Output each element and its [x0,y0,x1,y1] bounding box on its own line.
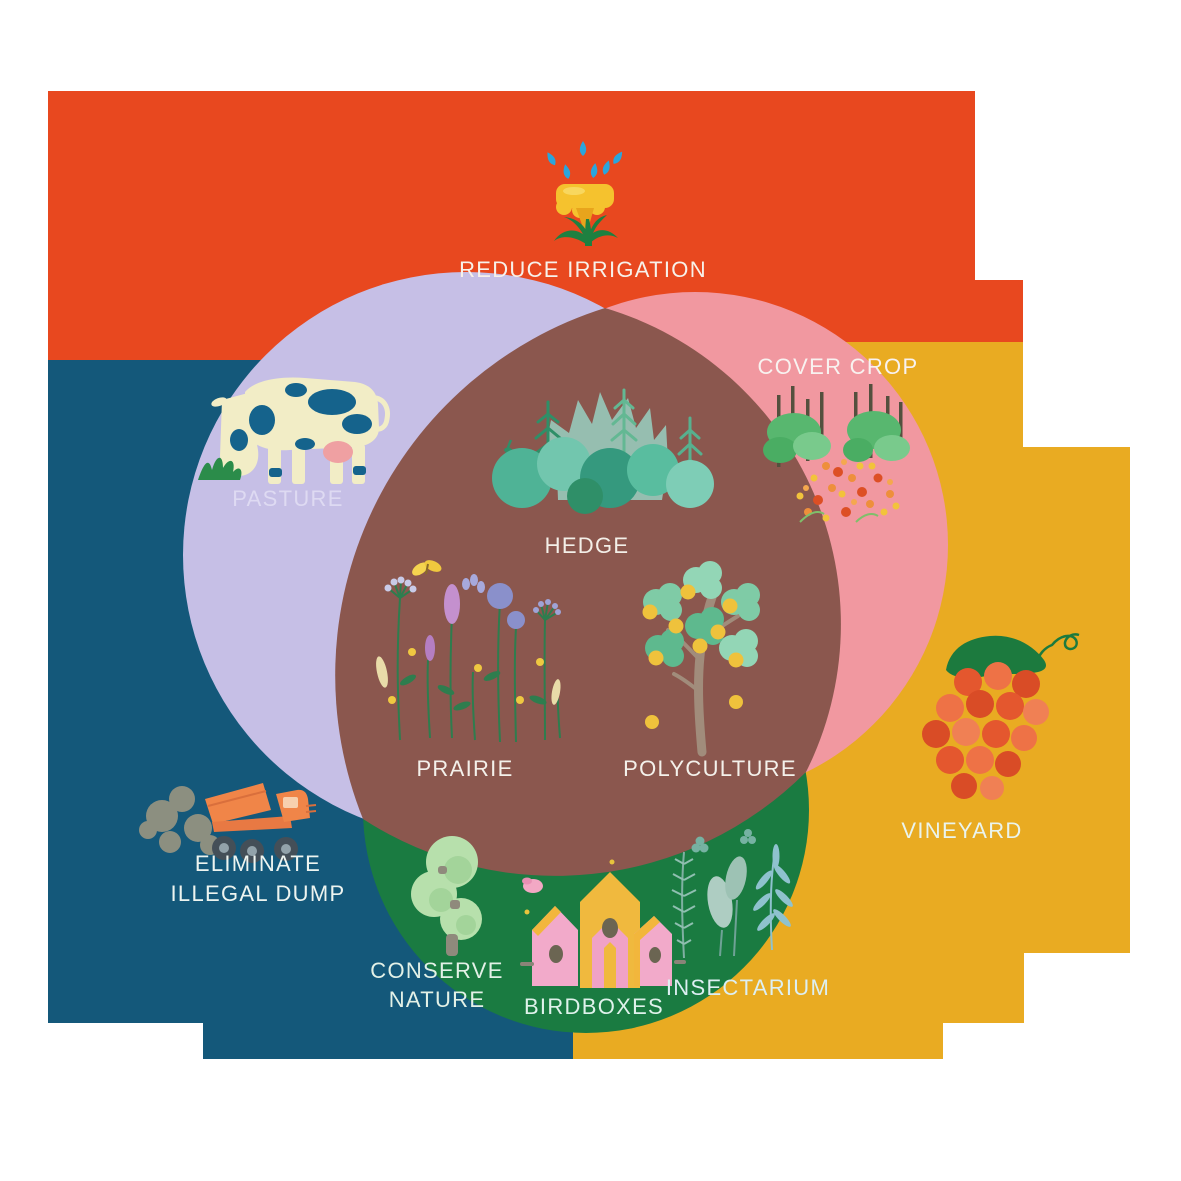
pasture-label: PASTURE [232,486,343,511]
prairie-label: PRAIRIE [416,756,513,781]
eliminate-illegal-dump-label-line2: ILLEGAL DUMP [171,881,346,906]
vineyard-icon [922,633,1080,800]
hedge-icon [492,388,714,514]
butterfly-icon [412,560,442,576]
conserve-nature-label-line2: NATURE [389,987,486,1012]
hedge-label: HEDGE [545,533,630,558]
polyculture-label: POLYCULTURE [623,756,797,781]
cover-crop-icon [763,384,910,523]
intersection-region [335,308,841,876]
conserve-tree-icon [411,836,482,956]
red-region [48,91,1023,360]
insectarium-label: INSECTARIUM [666,975,830,1000]
dump-truck-icon [139,783,317,863]
reduce-irrigation-label: REDUCE IRRIGATION [459,257,707,282]
grass-icon [198,457,242,480]
cow-icon [198,377,390,484]
vineyard-label: VINEYARD [901,818,1022,843]
sprinkler-icon [544,141,625,246]
polyculture-icon [642,561,760,757]
birdboxes-icon [520,859,686,988]
eliminate-illegal-dump-label-line1: ELIMINATE [195,851,321,876]
insectarium-icon [671,829,793,959]
birdboxes-label: BIRDBOXES [524,994,664,1019]
prairie-icon [376,560,561,743]
cover-crop-label: COVER CROP [758,354,919,379]
conserve-nature-label-line1: CONSERVE [370,958,503,983]
